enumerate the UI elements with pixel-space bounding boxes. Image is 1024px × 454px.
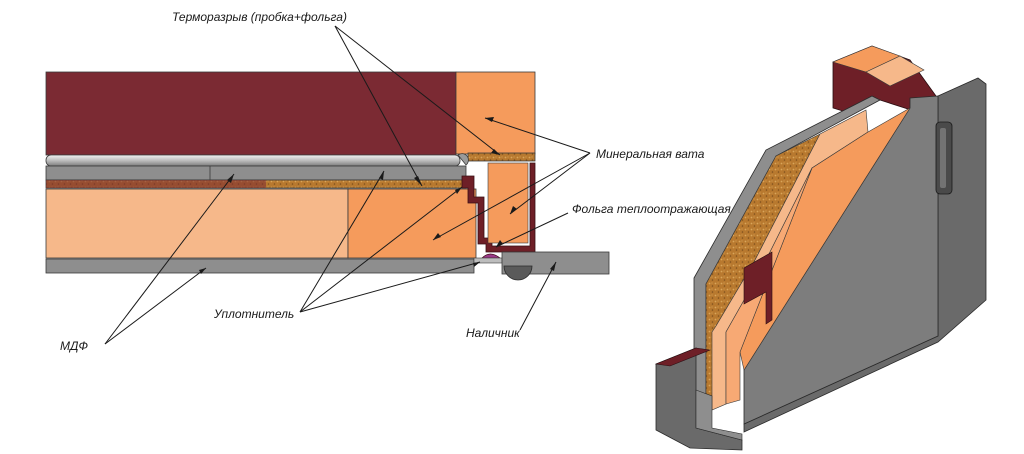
door-frame-bar xyxy=(743,251,773,325)
rubber-seal-round xyxy=(503,265,533,281)
label-mineral-wool: Минеральная вата xyxy=(596,147,705,161)
door-frame-profile xyxy=(461,162,536,253)
mdf-panel-bottom xyxy=(45,258,475,274)
tube-seal xyxy=(45,154,461,167)
mineral-wool-top xyxy=(455,71,536,155)
frame-block-bottom xyxy=(655,347,743,451)
seal-profile xyxy=(481,253,501,259)
label-mdf: МДФ xyxy=(60,339,88,353)
mdf-panel-top xyxy=(45,71,457,156)
steel-sheet-upper xyxy=(45,165,467,181)
label-seal: Уплотнитель xyxy=(213,307,294,321)
mineral-wool-main-dark xyxy=(347,188,477,259)
thermal-break-strip xyxy=(467,152,536,162)
section-2d xyxy=(45,71,610,281)
label-foil: Фольга теплоотражающая xyxy=(572,202,731,216)
label-trim: Наличник xyxy=(466,326,521,340)
section-3d xyxy=(654,45,987,451)
arrow-heads xyxy=(199,117,556,274)
label-thermal-break: Терморазрыв (пробка+фольга) xyxy=(172,10,347,24)
tube-seal-end xyxy=(457,153,469,166)
leader-lines xyxy=(104,25,591,345)
